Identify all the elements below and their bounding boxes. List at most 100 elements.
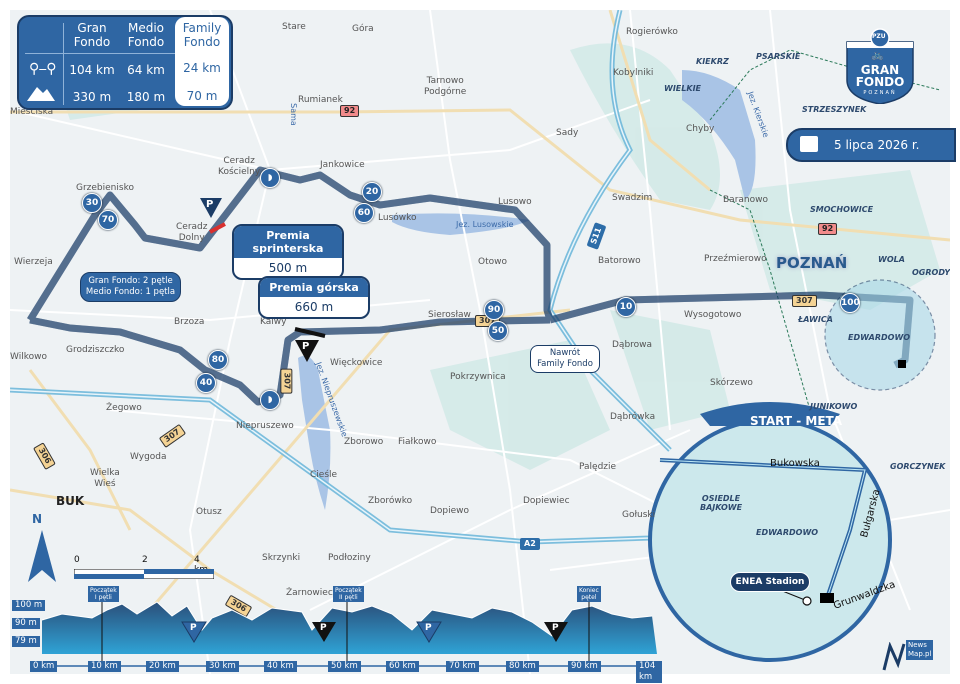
parking-icon: P — [320, 623, 327, 633]
road-number: A2 — [520, 538, 540, 550]
place-label: Skórzewo — [710, 378, 753, 388]
place-label: Dopiewo — [430, 506, 470, 516]
map-base-layer — [10, 10, 950, 674]
town-label-buk: BUK — [56, 494, 85, 508]
place-label: Otowo — [478, 257, 507, 267]
road-number: 307 — [792, 295, 817, 307]
place-label: Zborowo — [344, 437, 384, 447]
street-label: Bukowska — [770, 458, 820, 469]
y-axis-label: 90 m — [12, 618, 40, 629]
district-label: ŁAWICA — [798, 315, 833, 324]
x-axis-label: 60 km — [386, 661, 419, 672]
mountain-premium-value: 660 m — [294, 300, 334, 314]
pzu-logo: PZU — [872, 33, 886, 40]
x-axis-label: 10 km — [88, 661, 121, 672]
place-label: Stare — [282, 22, 306, 32]
calendar-icon — [800, 136, 818, 152]
start-finish-title: START - META — [750, 414, 843, 428]
district-label: WIELKIE — [664, 84, 702, 93]
km-marker-60: 60 — [354, 203, 374, 223]
district-label: WOLA — [878, 255, 905, 264]
x-axis-label: 20 km — [146, 661, 179, 672]
lake-label: Jez. Lusowskie — [456, 220, 514, 229]
elevation-profile: 100 m 90 m 79 m 0 km 10 km 20 km 30 km 4… — [12, 586, 662, 683]
parking-icon: P — [302, 341, 310, 352]
x-axis-label: 90 km — [568, 661, 601, 672]
place-label: Niepruszewo — [236, 421, 294, 431]
place-label: Brzoza — [174, 317, 205, 327]
bicycle-icon: 🚲 — [871, 50, 884, 61]
km-marker-40: 40 — [196, 373, 216, 393]
north-arrow-icon — [28, 530, 56, 582]
place-label: Żarnowiec — [286, 588, 333, 598]
district-label: STRZESZYNEK — [802, 105, 867, 114]
place-label: Gołuski — [622, 510, 656, 520]
mountain-premium-title: Premia górska — [260, 278, 368, 297]
km-marker-20: 20 — [362, 182, 382, 202]
district-label: EDWARDOWO — [848, 333, 911, 342]
place-label: Fiałkowo — [398, 437, 437, 447]
parking-icon: P — [425, 623, 432, 633]
place-label: Żegowo — [106, 403, 142, 413]
km-marker-80: 80 — [208, 350, 228, 370]
place-label: Przeźmierowo — [704, 254, 767, 264]
place-label: Mieściska — [10, 107, 54, 117]
family-elevation: 70 m — [186, 89, 218, 103]
place-label: Lusówko — [378, 213, 417, 223]
place-label: Wilkowo — [10, 352, 47, 362]
district-label: GORCZYNEK — [890, 462, 946, 471]
district-label: SMOCHOWICE — [810, 205, 874, 214]
y-axis-label: 79 m — [12, 636, 40, 647]
road-number: 92 — [340, 105, 360, 117]
place-label: Palędzie — [579, 462, 617, 472]
km-marker-90: 90 — [484, 300, 504, 320]
place-label: Kobylniki — [613, 68, 654, 78]
place-label: Sady — [556, 128, 579, 138]
place-label: Zborówko — [368, 496, 413, 506]
place-label: Kalwy — [260, 317, 287, 327]
district-label: OGRODY — [912, 268, 950, 277]
district-label: JUNIKOWO — [810, 402, 858, 411]
road-number: 92 — [818, 223, 838, 235]
mountain-elevation-icon — [27, 83, 55, 101]
river-label: Sama — [288, 103, 298, 126]
stadium-label: ENEA Stadion — [730, 572, 810, 592]
km-marker-70: 70 — [98, 210, 118, 230]
district-label: EDWARDOWO — [756, 528, 819, 537]
place-label: Góra — [352, 24, 374, 34]
sprint-premium-value: 500 m — [268, 261, 308, 275]
place-label: Pokrzywnica — [450, 372, 506, 382]
km-marker-10: 10 — [616, 297, 636, 317]
event-date-banner: 5 lipca 2026 r. — [786, 128, 956, 162]
place-label: Jankowice — [320, 160, 365, 170]
route-distance-icon: ⚲⎯⚲ — [29, 61, 57, 77]
place-label: Wierzeja — [14, 257, 53, 267]
sprint-premium-box: Premia sprinterska 500 m — [232, 224, 344, 280]
family-distance: 24 km — [183, 61, 221, 75]
x-axis-label: 0 km — [30, 661, 58, 672]
place-label: Chyby — [686, 124, 715, 134]
sprint-premium-title: Premia sprinterska — [234, 226, 342, 258]
y-axis-label: 100 m — [12, 600, 46, 611]
place-label: Grzebienisko — [76, 183, 134, 193]
x-axis-label: 50 km — [328, 661, 361, 672]
place-label: Dąbrowa — [612, 340, 653, 350]
place-label: Wygoda — [130, 452, 167, 462]
mountain-premium-box: Premia górska 660 m — [258, 276, 370, 319]
newsmap-n-icon — [882, 641, 906, 671]
